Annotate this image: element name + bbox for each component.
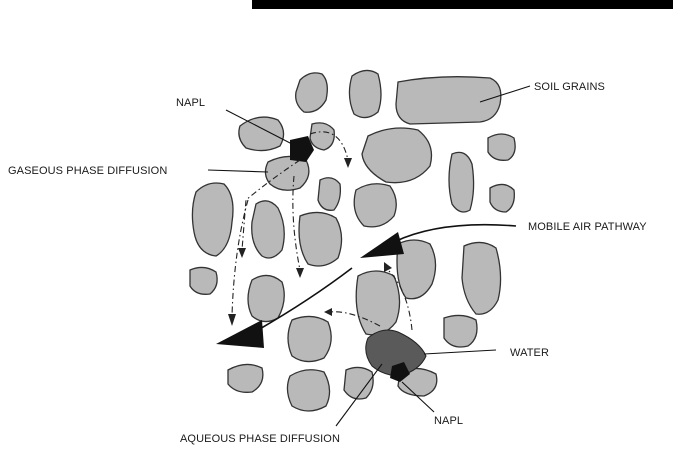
soil-grain: [239, 117, 284, 150]
soil-grain: [444, 315, 477, 347]
napl-label-top: NAPL: [176, 97, 205, 109]
soil-grain: [318, 178, 340, 211]
soil-grain: [397, 240, 436, 299]
soil-grain: [490, 184, 514, 212]
soil-grain: [287, 370, 329, 411]
soil-grain: [192, 183, 233, 256]
soil-grain: [362, 128, 432, 183]
aqueous-diffusion-label: AQUEOUS PHASE DIFFUSION: [180, 433, 340, 445]
soil-grain: [288, 316, 331, 361]
soil-grain: [488, 134, 515, 160]
soil-grain: [299, 212, 342, 266]
soil-grain: [349, 70, 381, 117]
soil-grain: [248, 275, 284, 321]
soil-grain: [296, 73, 328, 112]
soil-grain: [449, 152, 474, 212]
soil-grains-label: SOIL GRAINS: [534, 81, 605, 93]
soil-grain: [252, 201, 285, 258]
soil-grain: [354, 184, 396, 227]
gaseous-diffusion-label: GASEOUS PHASE DIFFUSION: [8, 165, 167, 177]
soil-grain: [228, 364, 263, 392]
napl-label-bottom: NAPL: [434, 415, 463, 427]
soil-grain: [190, 267, 217, 294]
soil-grain: [310, 123, 334, 150]
mobile-air-pathway-label: MOBILE AIR PATHWAY: [528, 221, 647, 233]
header-bar: [252, 0, 673, 9]
water-label: WATER: [510, 347, 549, 359]
soil-grain: [344, 367, 373, 399]
soil-grain: [462, 242, 501, 314]
